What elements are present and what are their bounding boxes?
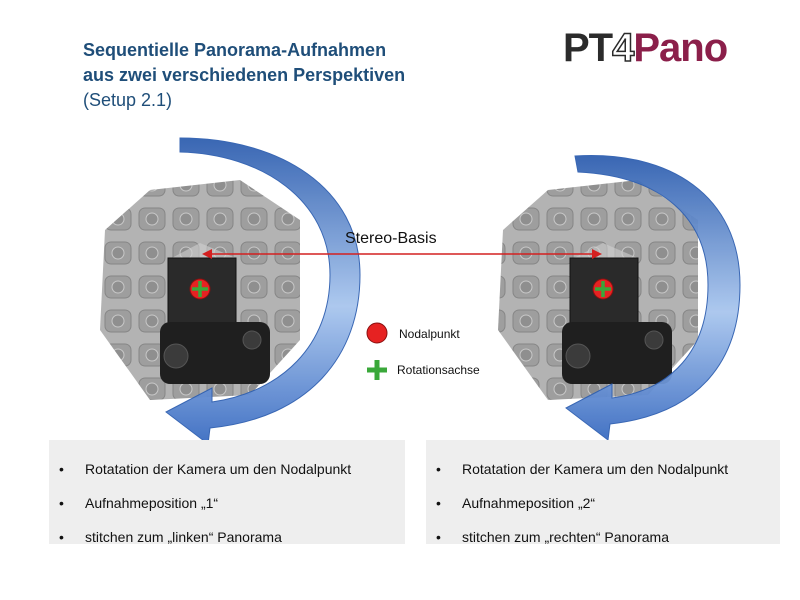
legend-rotation-axis-label: Rotationsachse <box>397 363 480 377</box>
left-rotation-arrow-icon <box>165 137 361 445</box>
legend-rotation-axis-icon <box>367 360 387 380</box>
right-rotation-arrow-icon <box>565 154 741 441</box>
right-info-panel: Rotatation der Kamera um den Nodalpunkt … <box>426 440 780 545</box>
right-rotation-axis-icon <box>595 281 611 297</box>
baseline-arrowhead-left-icon <box>202 249 212 259</box>
slide-title: Sequentielle Panorama-Aufnahmen aus zwei… <box>83 38 405 113</box>
stereo-baseline <box>202 249 602 259</box>
logo-four: 4 <box>611 25 635 71</box>
right-camera-body <box>562 322 672 384</box>
legend-nodal-point-label: Nodalpunkt <box>399 327 460 341</box>
right-camera-dial <box>565 343 591 369</box>
list-item: Aufnahmeposition „2“ <box>434 486 780 520</box>
left-nodal-marker <box>189 278 211 300</box>
list-item: Aufnahmeposition „1“ <box>57 486 405 520</box>
left-info-panel: Rotatation der Kamera um den Nodalpunkt … <box>49 440 405 545</box>
list-item: stitchen zum „linken“ Panorama <box>57 520 405 554</box>
right-nodal-marker <box>592 278 614 300</box>
list-item: Rotatation der Kamera um den Nodalpunkt <box>57 452 405 486</box>
legend-nodal-point-icon <box>366 322 388 344</box>
list-item: stitchen zum „rechten“ Panorama <box>434 520 780 554</box>
title-line-2: aus zwei verschiedenen Perspektiven <box>83 65 406 85</box>
list-item: Rotatation der Kamera um den Nodalpunkt <box>434 452 780 486</box>
left-camera-dial-2 <box>242 330 262 350</box>
left-camera-dial <box>163 343 189 369</box>
title-line-1: Sequentielle Panorama-Aufnahmen <box>83 40 387 60</box>
logo-pt: PT <box>563 26 613 70</box>
left-rotation-axis-icon <box>192 281 208 297</box>
right-camera-dial-2 <box>644 330 664 350</box>
left-camera-body <box>160 322 270 384</box>
pt4pano-logo: PT4Pano <box>563 24 728 72</box>
logo-pano: Pano <box>633 26 728 70</box>
left-info-list: Rotatation der Kamera um den Nodalpunkt … <box>49 440 405 554</box>
title-setup: (Setup 2.1) <box>83 90 173 110</box>
baseline-arrowhead-right-icon <box>592 249 602 259</box>
stereo-basis-label: Stereo-Basis <box>345 230 437 247</box>
right-info-list: Rotatation der Kamera um den Nodalpunkt … <box>426 440 780 554</box>
